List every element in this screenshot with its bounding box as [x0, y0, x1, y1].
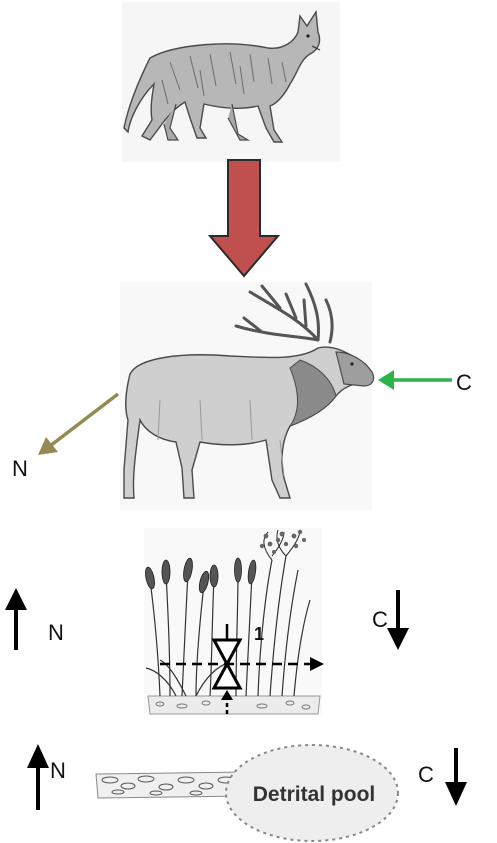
plant-marker-label: 1	[254, 624, 264, 644]
nitrogen-output-arrow	[38, 394, 118, 455]
elk-carbon-label: C	[456, 370, 472, 395]
plant-carbon-label: C	[372, 607, 388, 632]
plant-nitrogen-label: N	[48, 620, 64, 645]
soil-carbon-down-arrow	[445, 748, 467, 806]
wolf-icon	[122, 2, 340, 162]
elk-icon	[120, 282, 374, 510]
elk-nitrogen-label: N	[12, 456, 28, 481]
soil-carbon-label: C	[418, 762, 434, 787]
carbon-intake-arrow	[378, 370, 452, 390]
litter-layer-icon	[96, 772, 246, 798]
soil-nitrogen-label: N	[50, 758, 66, 783]
plant-nitrogen-up-arrow	[5, 588, 27, 650]
predation-arrow	[210, 160, 278, 276]
plant-carbon-down-arrow	[387, 590, 409, 650]
detrital-pool-label: Detrital pool	[253, 783, 376, 806]
soil-nitrogen-up-arrow	[27, 744, 49, 810]
